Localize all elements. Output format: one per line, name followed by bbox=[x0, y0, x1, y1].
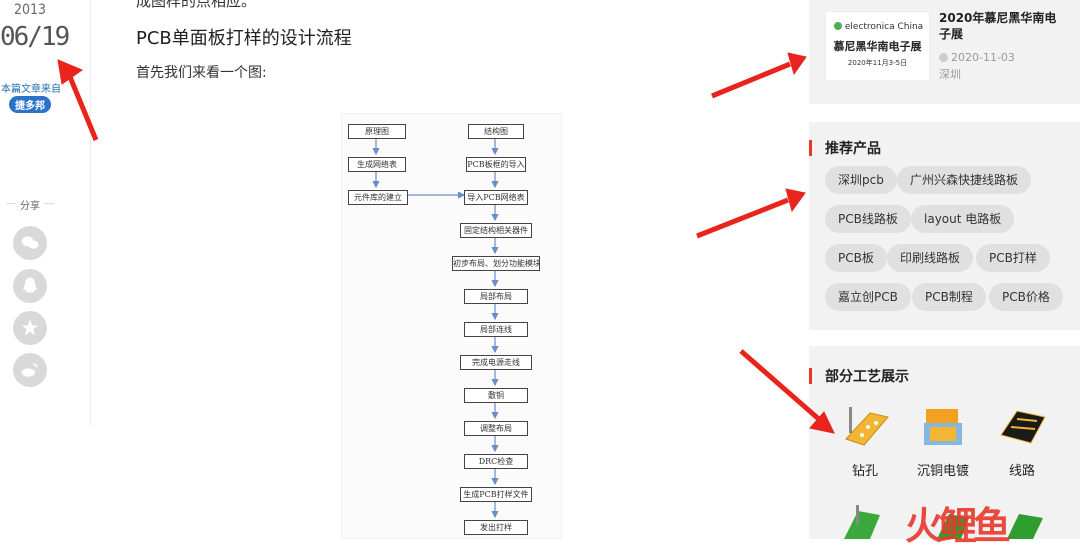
title-accent-bar bbox=[809, 140, 812, 156]
process-label: 钻孔 bbox=[851, 464, 878, 479]
flow-node: 完成电源走线 bbox=[460, 355, 532, 370]
flow-node: PCB板框的导入 bbox=[466, 157, 526, 172]
flow-node: DRC检查 bbox=[464, 454, 528, 469]
post-year: 2013 bbox=[13, 2, 47, 18]
recommend-title-text: 推荐产品 bbox=[825, 141, 881, 157]
annotation-arrow bbox=[711, 61, 791, 99]
flowchart-connectors bbox=[372, 138, 499, 519]
tag-item[interactable]: PCB线路板 bbox=[825, 205, 911, 233]
post-date: 06/19 bbox=[0, 22, 70, 52]
flow-node: 调整布局 bbox=[464, 421, 528, 436]
process-label: 沉铜电镀 bbox=[916, 464, 969, 479]
annotation-arrow bbox=[696, 197, 789, 239]
circuit-board-icon bbox=[1000, 410, 1046, 444]
previous-paragraph-text: 成图样的点相应。 bbox=[136, 0, 257, 10]
process-item-drilling[interactable]: 钻孔 bbox=[839, 405, 891, 479]
wechat-icon[interactable] bbox=[13, 226, 47, 260]
flow-node: 发出打样 bbox=[464, 520, 528, 535]
process-item-circuit[interactable]: 线路 bbox=[995, 405, 1049, 479]
weibo-icon[interactable] bbox=[13, 353, 47, 387]
recommend-title: 推荐产品 bbox=[809, 138, 881, 158]
thumbnail-title-en: electronica China bbox=[844, 22, 924, 32]
tag-item[interactable]: layout 电路板 bbox=[911, 205, 1015, 233]
title-accent-bar bbox=[809, 368, 812, 384]
tag-item[interactable]: PCB价格 bbox=[989, 283, 1063, 311]
source-badge[interactable]: 捷多邦 bbox=[9, 96, 51, 113]
flow-node: 局部连线 bbox=[464, 322, 528, 337]
source-label: 本篇文章来自 bbox=[1, 84, 61, 95]
section-heading: PCB单面板打样的设计流程 bbox=[136, 28, 352, 49]
tag-item[interactable]: 印刷线路板 bbox=[887, 244, 974, 272]
process-item-plating[interactable]: 沉铜电镀 bbox=[910, 405, 976, 479]
share-label: 分享 bbox=[0, 197, 60, 212]
thumbnail-title-cn: 慕尼黑华南电子展 bbox=[833, 40, 922, 53]
process-label: 线路 bbox=[1008, 464, 1035, 479]
annotation-arrowhead bbox=[785, 188, 806, 213]
tag-item[interactable]: 广州兴森快捷线路板 bbox=[897, 166, 1032, 194]
flow-node: 初步布局、划分功能模块 bbox=[452, 256, 540, 271]
thumbnail-brand: electronica China bbox=[834, 22, 923, 32]
flow-node: 原理图 bbox=[348, 124, 406, 139]
flow-node: 敷铜 bbox=[464, 388, 528, 403]
brand-dot-icon bbox=[834, 22, 842, 30]
news-date-text: 2020-11-03 bbox=[951, 51, 1015, 64]
news-date: 2020-11-03 bbox=[939, 51, 1015, 64]
flow-node: 元件库的建立 bbox=[348, 190, 408, 205]
tag-item[interactable]: PCB制程 bbox=[912, 283, 986, 311]
process-title-text: 部分工艺展示 bbox=[825, 369, 909, 385]
news-location: 深圳 bbox=[939, 68, 961, 81]
clock-icon bbox=[939, 53, 948, 62]
tag-item[interactable]: 深圳pcb bbox=[825, 166, 897, 194]
tag-item[interactable]: 嘉立创PCB bbox=[825, 283, 911, 311]
watermark-logo: 火鲤鱼 bbox=[905, 504, 1011, 548]
flow-node: 生成网络表 bbox=[348, 157, 406, 172]
tag-item[interactable]: PCB打样 bbox=[976, 244, 1050, 272]
pcb-design-flowchart: 原理图 生成网络表 元件库的建立 结构图 PCB板框的导入 导入PCB网络表 固… bbox=[341, 113, 562, 539]
qzone-icon[interactable] bbox=[13, 311, 47, 345]
thumbnail-date: 2020年11月3-5日 bbox=[847, 59, 908, 67]
flow-node: 局部布局 bbox=[464, 289, 528, 304]
intro-paragraph: 首先我们来看一个图: bbox=[136, 65, 267, 81]
flow-node: 结构图 bbox=[468, 124, 524, 139]
process-title: 部分工艺展示 bbox=[809, 366, 909, 386]
news-thumbnail[interactable]: electronica China 慕尼黑华南电子展 2020年11月3-5日 bbox=[825, 11, 930, 81]
green-board-icon bbox=[937, 514, 969, 539]
flow-node: 导入PCB网络表 bbox=[464, 190, 528, 205]
flow-node: 固定结构相关器件 bbox=[460, 223, 532, 238]
plating-icon bbox=[924, 409, 962, 445]
solder-mask-icon bbox=[844, 505, 880, 539]
news-title[interactable]: 2020年慕尼黑华南电子展 bbox=[939, 11, 1057, 41]
tag-item[interactable]: PCB板 bbox=[825, 244, 887, 272]
flow-node: 生成PCB打样文件 bbox=[460, 487, 532, 502]
annotation-arrowhead bbox=[787, 52, 807, 76]
qq-icon[interactable] bbox=[13, 269, 47, 303]
article-meta-column: 2013 06/19 本篇文章来自 捷多邦 分享 bbox=[0, 0, 91, 425]
green-board-icon bbox=[1007, 514, 1043, 539]
drilling-icon bbox=[845, 407, 889, 446]
